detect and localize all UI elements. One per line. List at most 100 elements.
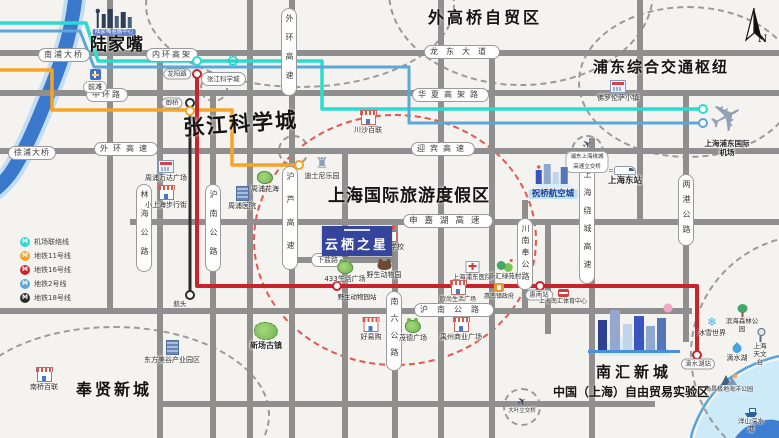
- road-label-nanpu-bridge: 南浦大桥: [38, 48, 90, 62]
- landmark-label-shanghai-east-station: 上海东站: [607, 176, 643, 186]
- landmark-label-binhai-forest-park: 滨海森林公园: [725, 317, 759, 333]
- legend-item-1: M 地铁11号线: [20, 250, 71, 261]
- huangpu-river-bank: [0, 0, 87, 200]
- legend-item-3: M 地铁2号线: [20, 278, 71, 289]
- region-label-lujiazui: 陆家嘴: [90, 35, 144, 55]
- road-label-hulu-expwy: 沪芦高速: [282, 166, 298, 270]
- road-label-raocheng-expwy: 上海绕城高速: [579, 164, 595, 284]
- gear-icon: ⚙: [226, 52, 240, 70]
- plane-sm-icon: ✈: [514, 393, 530, 410]
- ship-icon: [745, 408, 758, 417]
- project-name: 云栖之星: [324, 238, 389, 253]
- region-label-pudong-transport-hub: 浦东综合交通枢纽: [593, 58, 730, 76]
- legend-label: 地铁11号线: [34, 251, 71, 260]
- metro-line-badge-icon: M: [20, 250, 30, 261]
- plane-sm-icon: ✈: [579, 136, 595, 153]
- region-label-fengxian-new-city: 奉贤新城: [76, 380, 153, 399]
- road-label-linhai-rd: 林海公路: [136, 184, 152, 272]
- train-icon: [608, 166, 636, 175]
- huangpu-river: [0, 0, 83, 195]
- landmark-zhangjiang-hub: ⚙: [226, 54, 239, 69]
- landmark-little-shanghai-walk-street: 小上海步行街: [145, 185, 187, 209]
- station-label-hangtou: 航头: [173, 300, 187, 308]
- landmark-433-life-plaza: 433生活广场: [324, 259, 366, 283]
- landmark-nanhui-city-illustration: [588, 300, 680, 356]
- landmark-haichang-polar-ocean-park: 海昌极地海洋公园: [705, 374, 753, 393]
- landmark-label-florentia-village: 佛罗伦萨小镇: [597, 94, 639, 102]
- landmark-label-shanghai-observatory: 上海天文台: [753, 342, 767, 366]
- landmark-label-zhuqiao-aviation-city: 祝桥航空城: [528, 189, 578, 200]
- landmark-label-qiantan: 前滩: [83, 81, 107, 93]
- shop-icon: [362, 317, 380, 332]
- landmark-disneyland: ♜迪士尼乐园: [304, 154, 340, 181]
- landmark-haoyigou: 好易购: [360, 317, 382, 341]
- landmark-label-nanhui-sports-center: 上海南汇体育中心: [538, 298, 588, 305]
- mall-icon: [610, 80, 626, 93]
- plus-icon: [89, 69, 101, 80]
- landmark-zhuqiao-aviation-city: 祝桥航空城: [528, 158, 578, 200]
- green-lg-icon: [254, 322, 278, 340]
- landmark-label-daye-interchange: 大叶立交桥: [508, 408, 536, 414]
- cross-icon: [465, 261, 479, 273]
- road-label-zhangjiang-science-city-sm: 张江科学城: [201, 72, 246, 86]
- landmark-daye-interchange: ✈大叶立交桥: [508, 393, 536, 415]
- snow-icon: ❄: [706, 315, 718, 329]
- landmark-label-huinan-town-gov: 惠南镇政府: [483, 293, 515, 300]
- road-label-waihuan-expwy-h: 外环高速: [94, 142, 158, 156]
- legend-item-2: M 地铁16号线: [20, 264, 71, 275]
- skyline-icon: [95, 5, 132, 28]
- road-label-neihuan-gaojia: 内环高架: [146, 48, 198, 62]
- city-lg-icon: [588, 300, 680, 356]
- landmark-label-auchan-life-plaza: 欧尚生活广场: [439, 296, 477, 303]
- landmark-dongfang-meigu-industrial-park: 东方美谷产业园区: [144, 340, 200, 364]
- landmark-pudong-airport: ✈上海浦东国际机场: [701, 90, 753, 157]
- landmark-yangshan-deepwater-port: 洋山深水港: [737, 408, 765, 434]
- road-label-huaxia-gaojia: 华夏高架路: [412, 88, 489, 102]
- road-label-hunan-rd-v: 沪南公路: [205, 184, 221, 272]
- road-label-xupu-bridge: 徐浦大桥: [8, 146, 56, 160]
- castle-icon: ♜: [315, 154, 329, 172]
- compass-arrow-icon: [744, 7, 762, 42]
- landmark-label-433-life-plaza: 433生活广场: [324, 275, 366, 283]
- city-sm-icon: [529, 158, 576, 188]
- bear-icon: [377, 259, 391, 270]
- project-marker: 云栖之星: [322, 226, 392, 256]
- obs-icon: [755, 328, 765, 342]
- station-marker-longyanglu: [192, 69, 202, 79]
- landmark-label-xinchang-old-town: 新场古镇: [250, 341, 282, 350]
- landmark-zhoupu-wanda-plaza: 周浦万达广场: [145, 160, 187, 182]
- road-label-waihuan-expwy-v: 外环高速: [281, 8, 297, 96]
- metro-line-badge-icon: M: [20, 278, 30, 289]
- landmark-label-dongfang-meigu-industrial-park: 东方美谷产业园区: [144, 356, 200, 364]
- landmark-shanghai-observatory: 上海天文台: [751, 328, 770, 366]
- compass-n-label: N: [758, 34, 768, 45]
- landmark-binhai-forest-park: 滨海森林公园: [724, 304, 761, 334]
- metro-line-badge-icon: M: [20, 236, 30, 247]
- region-label-zhangjiang-science-city: 张江科学城: [182, 107, 299, 140]
- landmark-label-zhoupu-wanda-plaza: 周浦万达广场: [145, 174, 187, 182]
- bldg-icon: [165, 340, 179, 355]
- metro-line-badge-icon: M: [20, 264, 30, 275]
- landmark-ice-snow-world: ❄冰雪世界: [698, 316, 726, 337]
- landmark-dishui-lake: 滴水湖: [727, 342, 748, 362]
- legend-label: 地铁2号线: [34, 279, 67, 288]
- compass: N: [740, 6, 776, 48]
- landmark-chuansha-bailian: 川沙百联: [354, 110, 382, 134]
- road-label-shenjiahu-expwy: 申嘉湖高速: [403, 214, 493, 228]
- landmark-label-disneyland: 迪士尼乐园: [304, 172, 340, 180]
- landmark-maode-plaza: 茂德广场: [399, 318, 427, 342]
- station-label-dishuihu-station: 滴水湖站: [681, 358, 715, 370]
- road-v2: [157, 50, 163, 438]
- road-south-rd: [160, 401, 655, 407]
- landmark-label-nanqiao-bailian: 南桥百联: [30, 383, 58, 391]
- landmark-label-haoyigou: 好易购: [360, 333, 382, 341]
- road-v4: [247, 0, 253, 438]
- landmark-label-pudong-airport: 上海浦东国际机场: [704, 139, 750, 157]
- legend-label: 地铁18号线: [34, 293, 71, 302]
- legend-label: 地铁16号线: [34, 265, 71, 274]
- road-v11: [545, 219, 551, 334]
- landmark-yuzhou-commercial-plaza: 禹州商业广场: [440, 317, 482, 341]
